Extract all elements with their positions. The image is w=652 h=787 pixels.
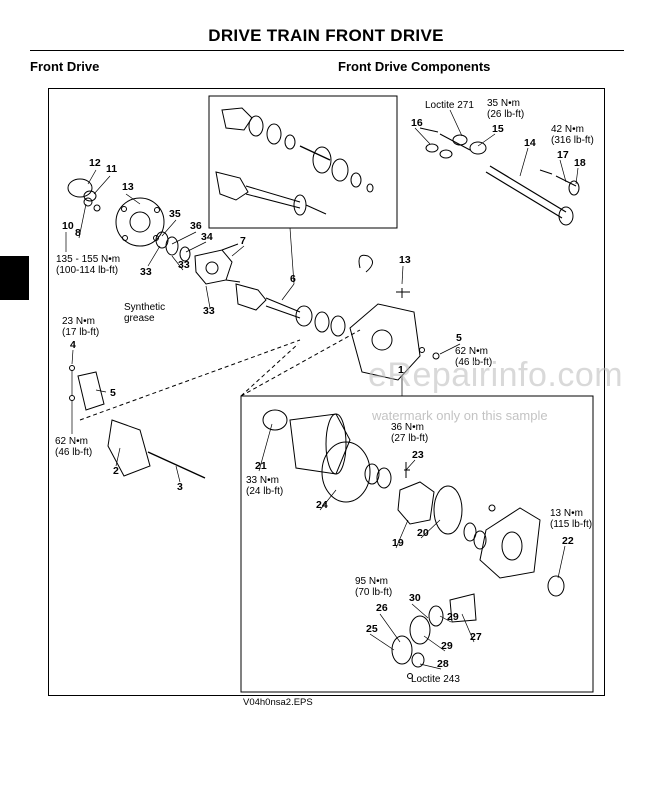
svg-text:33: 33: [203, 305, 215, 317]
svg-text:35: 35: [169, 208, 181, 220]
svg-text:5: 5: [456, 332, 462, 344]
part-1-differential: [349, 303, 421, 381]
svg-text:33: 33: [140, 266, 152, 278]
part-26-gasket: [321, 441, 371, 503]
svg-text:(115 lb-ft): (115 lb-ft): [550, 519, 592, 530]
axle-cv-joint: [221, 107, 253, 131]
svg-text:28: 28: [437, 658, 449, 670]
part-22-ring-gear: [433, 485, 463, 535]
svg-text:27: 27: [470, 631, 482, 643]
svg-text:26: 26: [376, 602, 388, 614]
svg-text:8: 8: [75, 227, 81, 239]
part-21-case: [397, 481, 435, 525]
svg-text:(26 lb-ft): (26 lb-ft): [487, 109, 524, 120]
svg-text:18: 18: [574, 157, 586, 169]
svg-text:23 N•m: 23 N•m: [62, 316, 95, 327]
part-13-cap: [67, 178, 93, 198]
svg-text:13: 13: [399, 254, 411, 266]
svg-text:(24 lb-ft): (24 lb-ft): [246, 486, 283, 497]
svg-text:Loctite 271: Loctite 271: [425, 100, 474, 111]
svg-text:42 N•m: 42 N•m: [551, 124, 584, 135]
svg-text:15: 15: [492, 123, 504, 135]
svg-text:13 N•m: 13 N•m: [550, 508, 583, 519]
svg-text:17: 17: [557, 149, 569, 161]
svg-text:36: 36: [190, 220, 202, 232]
differential-inset-box: [240, 395, 594, 693]
watermark-note: watermark only on this sample: [372, 408, 548, 423]
svg-text:62 N•m: 62 N•m: [455, 346, 488, 357]
svg-text:35 N•m: 35 N•m: [487, 98, 520, 109]
page-title: DRIVE TRAIN FRONT DRIVE: [208, 26, 444, 45]
svg-text:5: 5: [110, 387, 116, 399]
svg-text:1: 1: [398, 364, 404, 376]
part-29-pinion: [449, 593, 477, 623]
part-2-plate: [107, 419, 151, 477]
svg-text:6: 6: [290, 273, 296, 285]
part-6-bracket: [77, 371, 105, 411]
svg-text:29: 29: [441, 640, 453, 652]
svg-text:10: 10: [62, 220, 74, 232]
part-27-flange: [391, 635, 413, 665]
svg-text:4: 4: [70, 339, 76, 351]
svg-text:33 N•m: 33 N•m: [246, 475, 279, 486]
part-26-housing: [289, 413, 351, 475]
svg-text:30: 30: [409, 592, 421, 604]
svg-text:7: 7: [240, 235, 246, 247]
svg-text:33: 33: [178, 259, 190, 271]
section-heading-front-drive: Front Drive: [30, 59, 100, 74]
svg-text:62 N•m: 62 N•m: [55, 436, 88, 447]
svg-text:(46 lb-ft): (46 lb-ft): [455, 357, 492, 368]
title-rule: [30, 50, 624, 51]
section-heading-components: Front Drive Components: [338, 59, 491, 74]
axle-inset-box: [208, 95, 398, 229]
svg-text:21: 21: [255, 460, 267, 472]
svg-text:20: 20: [417, 527, 429, 539]
assembly-notes: Loctite 271 Loctite 243 Synthetic grease: [124, 100, 474, 685]
svg-text:Loctite 243: Loctite 243: [411, 674, 460, 685]
part-14-hub-flange: [115, 197, 165, 247]
svg-text:23: 23: [412, 449, 424, 461]
figure-caption: V04h0nsa2.EPS: [243, 697, 313, 708]
svg-text:95 N•m: 95 N•m: [355, 576, 388, 587]
svg-text:(27 lb-ft): (27 lb-ft): [391, 433, 428, 444]
svg-text:11: 11: [106, 163, 117, 175]
watermark-brand: eRepairinfo.com: [368, 356, 624, 394]
svg-text:(17 lb-ft): (17 lb-ft): [62, 327, 99, 338]
svg-text:25: 25: [366, 623, 378, 635]
svg-text:(100-114 lb-ft): (100-114 lb-ft): [56, 265, 118, 276]
svg-text:24: 24: [316, 499, 328, 511]
torque-labels: 135 - 155 N•m (100-114 lb-ft) 23 N•m (17…: [55, 98, 594, 598]
svg-text:22: 22: [562, 535, 574, 547]
svg-text:16: 16: [411, 117, 423, 129]
svg-text:12: 12: [89, 157, 101, 169]
chapter-tab-marker: [0, 256, 29, 300]
svg-text:135 - 155 N•m: 135 - 155 N•m: [56, 254, 120, 265]
svg-text:29: 29: [447, 611, 459, 623]
svg-text:(70 lb-ft): (70 lb-ft): [355, 587, 392, 598]
svg-text:34: 34: [201, 231, 213, 243]
part-8-knuckle: [194, 249, 233, 285]
svg-text:grease: grease: [124, 313, 155, 324]
svg-text:14: 14: [524, 137, 536, 149]
svg-text:(316 lb-ft): (316 lb-ft): [551, 135, 594, 146]
svg-text:3: 3: [177, 481, 183, 493]
part-24-seal: [262, 409, 288, 431]
part-15-breather-hose: [358, 254, 373, 273]
figure-frame: [48, 88, 605, 696]
part-16-shaft: [485, 165, 567, 219]
leader-lines: [65, 109, 579, 670]
svg-text:Synthetic: Synthetic: [124, 302, 165, 313]
svg-text:2: 2: [113, 465, 119, 477]
part-3-bolt: [147, 451, 206, 479]
svg-text:13: 13: [122, 181, 134, 193]
svg-text:36 N•m: 36 N•m: [391, 422, 424, 433]
part-23-carrier: [479, 507, 541, 579]
svg-text:(46 lb-ft): (46 lb-ft): [55, 447, 92, 458]
